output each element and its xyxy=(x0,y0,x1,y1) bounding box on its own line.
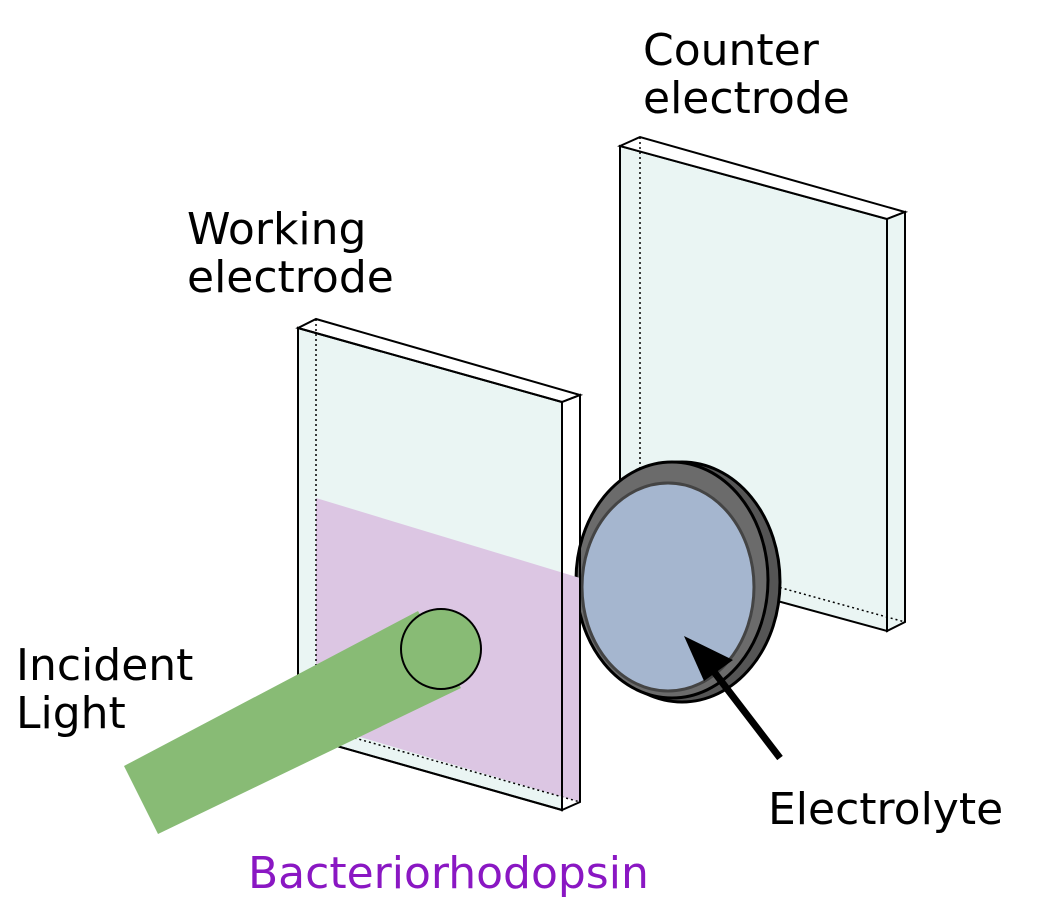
electrolyte-label: Electrolyte xyxy=(768,784,1004,835)
incident-light-beam xyxy=(124,608,482,834)
light-spot xyxy=(400,608,482,690)
counter-electrode-label: Counter electrode xyxy=(643,25,850,124)
bacteriorhodopsin-label: Bacteriorhodopsin xyxy=(248,848,649,899)
working-electrode-label: Working electrode xyxy=(187,204,394,303)
electrolyte-disc xyxy=(574,460,782,704)
electrolyte-arrow xyxy=(684,636,783,761)
incident-light-label: Incident Light xyxy=(16,640,194,739)
